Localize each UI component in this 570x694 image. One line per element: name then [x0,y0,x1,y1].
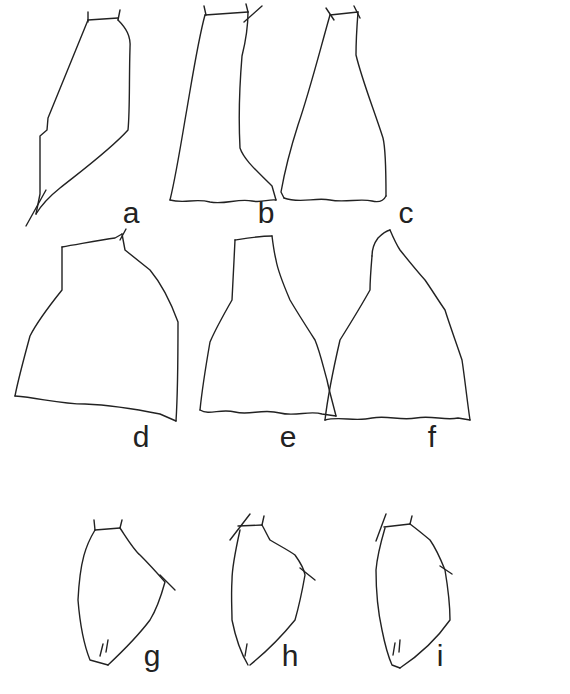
figure-letter: h [282,641,299,671]
outline-a [26,10,130,226]
figure-letter: e [280,422,297,452]
outline-h [230,514,315,665]
figure-letter: i [437,641,444,671]
outline-g [78,520,175,665]
outline-f [325,230,470,420]
figure-letter: g [144,641,161,671]
outline-c [281,6,386,202]
figure-letter: b [258,198,275,228]
figure-letter: c [399,198,414,228]
outline-d [15,229,178,421]
figure-letter: d [133,422,150,452]
outline-b [170,4,276,203]
outline-e [200,236,336,416]
figure-letter: f [428,422,436,452]
figure-letter: a [123,198,140,228]
